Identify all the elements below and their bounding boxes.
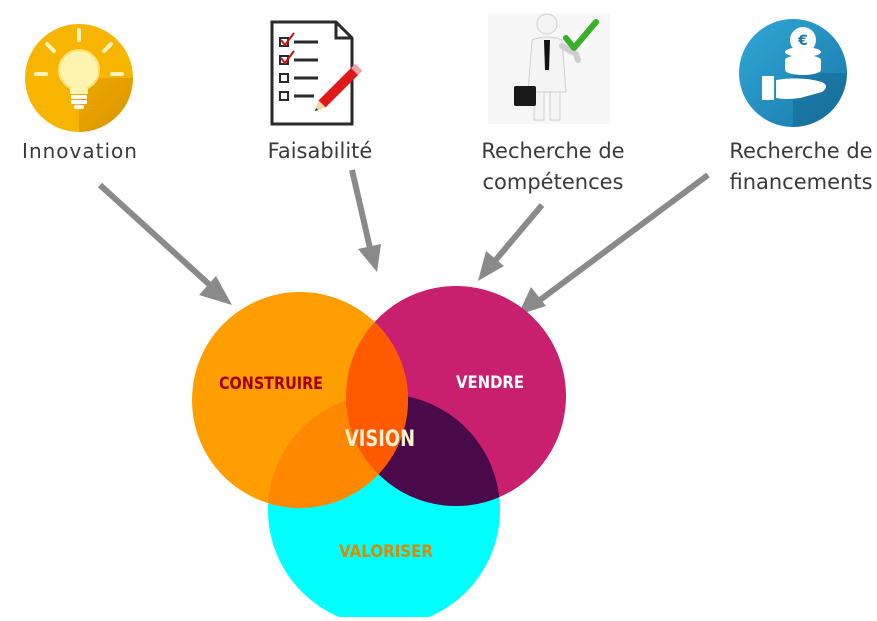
faisabilite-label: Faisabilité [267, 139, 373, 163]
financements-label: Recherche de financements [729, 139, 873, 194]
businessman-checkmark-icon [488, 13, 610, 124]
checklist-icon [270, 20, 363, 126]
overlap-construire-valoriser [268, 394, 408, 508]
euro-coin-hand-icon: € [739, 19, 847, 127]
arrow-financements [518, 172, 710, 315]
vision-label: VISION [345, 427, 415, 452]
vendre-label: VENDRE [456, 373, 524, 393]
venn-diagram: CONSTRUIRE VENDRE VISION VALORISER [192, 286, 566, 621]
svg-text:€: € [797, 33, 808, 49]
competences-label: Recherche de compétences [481, 139, 625, 194]
innovation-label: Innovation [22, 139, 138, 163]
lightbulb-icon [25, 24, 133, 132]
arrow-innovation [97, 182, 232, 305]
arrows [97, 169, 710, 315]
construire-label: CONSTRUIRE [219, 374, 323, 394]
arrow-competences [478, 203, 545, 281]
valoriser-label: VALORISER [339, 542, 433, 562]
arrow-faisabilite [349, 169, 381, 272]
overlap-vendre-valoriser [346, 394, 500, 506]
